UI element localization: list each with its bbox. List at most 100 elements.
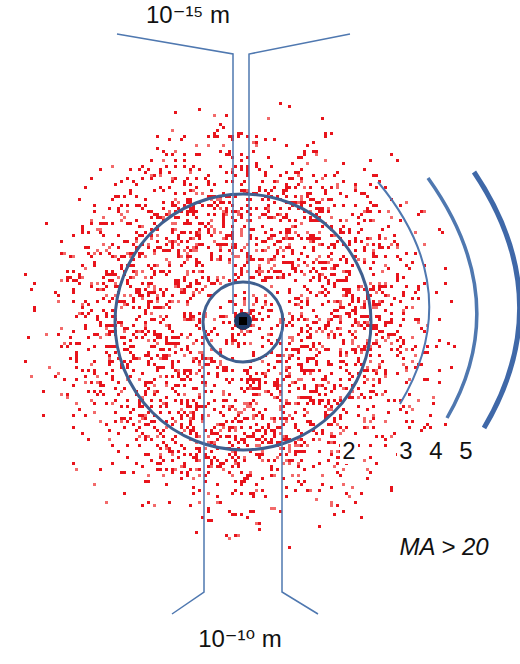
cloud-dot — [267, 207, 270, 210]
cloud-dot — [198, 282, 201, 285]
cloud-dot — [174, 165, 177, 168]
cloud-dot — [213, 282, 216, 285]
cloud-dot — [309, 399, 312, 402]
cloud-dot — [210, 258, 213, 261]
cloud-dot — [198, 321, 201, 324]
cloud-dot — [219, 243, 222, 246]
cloud-dot — [261, 198, 264, 201]
cloud-dot — [264, 174, 267, 177]
cloud-dot — [306, 420, 309, 423]
cloud-dot — [303, 345, 306, 348]
cloud-dot — [279, 276, 282, 279]
cloud-dot — [84, 267, 87, 270]
cloud-dot — [246, 405, 249, 408]
cloud-dot — [189, 168, 192, 171]
cloud-dot — [117, 234, 120, 237]
cloud-dot — [159, 315, 162, 318]
cloud-dot — [381, 246, 384, 249]
cloud-dot — [387, 225, 390, 228]
cloud-dot — [219, 306, 222, 309]
cloud-dot — [342, 180, 345, 183]
cloud-dot — [147, 354, 150, 357]
cloud-dot — [408, 378, 411, 381]
cloud-dot — [150, 267, 153, 270]
cloud-dot — [168, 501, 171, 504]
cloud-dot — [192, 357, 195, 360]
cloud-dot — [90, 285, 93, 288]
cloud-dot — [306, 411, 309, 414]
cloud-dot — [348, 330, 351, 333]
cloud-dot — [228, 153, 231, 156]
cloud-dot — [111, 462, 114, 465]
cloud-dot — [180, 402, 183, 405]
cloud-dot — [132, 243, 135, 246]
cloud-dot — [231, 465, 234, 468]
cloud-dot — [420, 327, 423, 330]
cloud-dot — [249, 378, 252, 381]
cloud-dot — [339, 327, 342, 330]
cloud-dot — [180, 255, 183, 258]
cloud-dot — [411, 336, 414, 339]
cloud-dot — [234, 273, 237, 276]
cloud-dot — [375, 204, 378, 207]
cloud-dot — [72, 270, 75, 273]
cloud-dot — [273, 429, 276, 432]
cloud-dot — [210, 465, 213, 468]
cloud-dot — [333, 267, 336, 270]
cloud-dot — [84, 300, 87, 303]
cloud-dot — [177, 252, 180, 255]
cloud-dot — [66, 276, 69, 279]
cloud-dot — [156, 435, 159, 438]
cloud-dot — [342, 231, 345, 234]
cloud-dot — [195, 456, 198, 459]
cloud-dot — [351, 342, 354, 345]
cloud-dot — [279, 102, 282, 105]
cloud-dot — [240, 153, 243, 156]
cloud-dot — [141, 225, 144, 228]
cloud-dot — [168, 411, 171, 414]
cloud-dot — [189, 222, 192, 225]
cloud-dot — [186, 414, 189, 417]
cloud-dot — [141, 252, 144, 255]
cloud-dot — [153, 378, 156, 381]
cloud-dot — [321, 261, 324, 264]
cloud-dot — [384, 390, 387, 393]
cloud-dot — [93, 333, 96, 336]
cloud-dot — [384, 372, 387, 375]
cloud-dot — [264, 375, 267, 378]
cloud-dot — [174, 345, 177, 348]
cloud-dot — [309, 237, 312, 240]
cloud-dot — [138, 378, 141, 381]
cloud-dot — [195, 186, 198, 189]
cloud-dot — [438, 381, 441, 384]
cloud-dot — [303, 468, 306, 471]
cloud-dot — [99, 321, 102, 324]
cloud-dot — [147, 282, 150, 285]
cloud-dot — [312, 198, 315, 201]
cloud-dot — [282, 255, 285, 258]
cloud-dot — [357, 405, 360, 408]
cloud-dot — [219, 435, 222, 438]
cloud-dot — [240, 132, 243, 135]
cloud-dot — [225, 210, 228, 213]
cloud-dot — [336, 240, 339, 243]
cloud-dot — [255, 489, 258, 492]
cloud-dot — [345, 258, 348, 261]
cloud-dot — [273, 417, 276, 420]
cloud-dot — [240, 513, 243, 516]
cloud-dot — [360, 324, 363, 327]
cloud-dot — [255, 243, 258, 246]
cloud-dot — [351, 294, 354, 297]
cloud-dot — [111, 330, 114, 333]
cloud-dot — [225, 243, 228, 246]
cloud-dot — [252, 294, 255, 297]
cloud-dot — [66, 393, 69, 396]
cloud-dot — [165, 405, 168, 408]
cloud-dot — [330, 363, 333, 366]
cloud-dot — [342, 294, 345, 297]
cloud-dot — [363, 375, 366, 378]
cloud-dot — [216, 204, 219, 207]
cloud-dot — [81, 306, 84, 309]
cloud-dot — [270, 468, 273, 471]
cloud-dot — [312, 219, 315, 222]
